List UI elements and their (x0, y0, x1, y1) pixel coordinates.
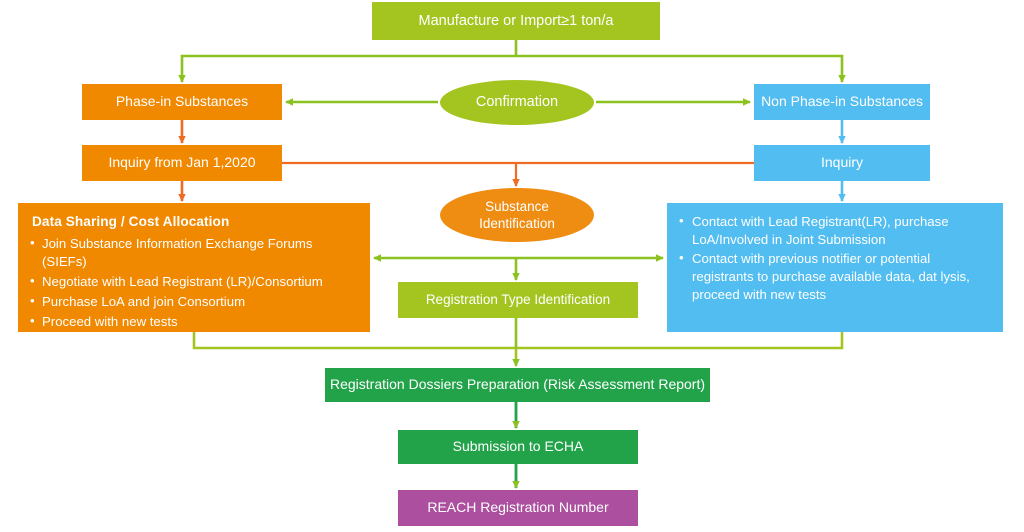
node-label: Submission to ECHA (452, 438, 584, 455)
edge-top-to-nonphasein (516, 54, 846, 83)
node-manufacture-or-import[interactable]: Manufacture or Import≥1 ton/a (372, 2, 660, 40)
node-non-phase-in-substances[interactable]: Non Phase-in Substances (754, 84, 930, 120)
contact-bullet-list: Contact with Lead Registrant(LR), purcha… (679, 212, 991, 304)
node-inquiry[interactable]: Inquiry (754, 145, 930, 181)
list-item: Purchase LoA and join Consortium (30, 292, 358, 310)
list-item: Contact with previous notifier or potent… (679, 249, 991, 304)
node-contact-lead-registrant[interactable]: Contact with Lead Registrant(LR), purcha… (667, 203, 1003, 332)
node-label: Phase-in Substances (115, 93, 249, 110)
node-label: Inquiry from Jan 1,2020 (108, 154, 256, 171)
edge-top-to-phasein (178, 40, 518, 83)
node-phase-in-substances[interactable]: Phase-in Substances (82, 84, 282, 120)
node-registration-type-identification[interactable]: Registration Type Identification (398, 282, 638, 318)
node-inquiry-from-jan-2020[interactable]: Inquiry from Jan 1,2020 (82, 145, 282, 181)
node-label: Manufacture or Import≥1 ton/a (418, 12, 614, 29)
node-label: REACH Registration Number (427, 499, 609, 516)
node-label: Inquiry (820, 154, 864, 171)
block-title: Data Sharing / Cost Allocation (32, 214, 230, 229)
data-sharing-bullet-list: Join Substance Information Exchange Foru… (30, 234, 358, 330)
list-item: Contact with Lead Registrant(LR), purcha… (679, 212, 991, 249)
node-label: Registration Dossiers Preparation (Risk … (329, 376, 706, 393)
node-substance-identification[interactable]: Substance Identification (440, 188, 594, 242)
node-label-line2: Identification (479, 216, 555, 231)
list-item: Proceed with new tests (30, 312, 358, 330)
list-item: Join Substance Information Exchange Foru… (30, 234, 358, 269)
node-registration-dossiers-preparation[interactable]: Registration Dossiers Preparation (Risk … (325, 368, 710, 402)
node-label: Confirmation (475, 94, 559, 111)
node-reach-registration-number[interactable]: REACH Registration Number (398, 490, 638, 526)
list-item: Negotiate with Lead Registrant (LR)/Cons… (30, 272, 358, 290)
node-submission-to-echa[interactable]: Submission to ECHA (398, 430, 638, 464)
node-confirmation[interactable]: Confirmation (440, 80, 594, 125)
node-label-line1: Substance (485, 198, 549, 214)
node-data-sharing-cost-allocation[interactable]: Data Sharing / Cost Allocation Join Subs… (18, 203, 370, 332)
node-label: Non Phase-in Substances (761, 93, 923, 110)
node-label: Registration Type Identification (425, 292, 611, 308)
edge-converge-to-dossier (192, 332, 844, 367)
edge-crosslink-registration-type (373, 254, 664, 281)
edge-inquiry-to-substance (282, 161, 754, 187)
